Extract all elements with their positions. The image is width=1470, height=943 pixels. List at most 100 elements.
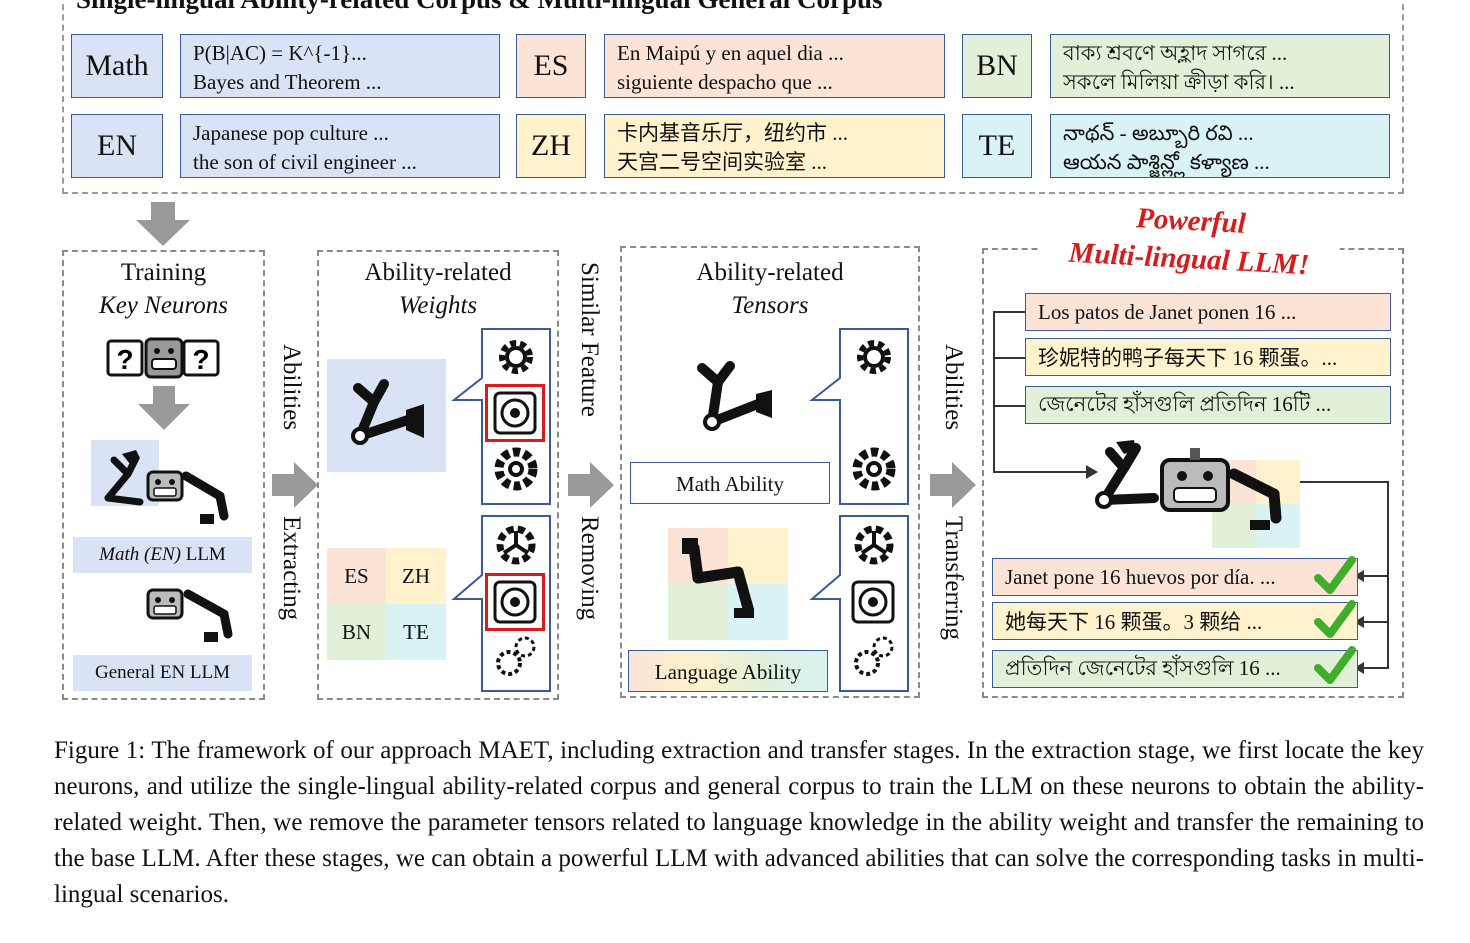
corpus-line: 天宫二号空间实验室 ...	[617, 150, 827, 174]
right-arrow-icon	[930, 462, 976, 508]
output-answer-zh: 她每天下 16 颗蛋。3 颗给 ...	[992, 602, 1358, 640]
multilingual-robot-icon	[1095, 440, 1282, 530]
corpus-line: P(B|AC) = K^{-1}...	[193, 41, 367, 65]
corpus-tag-es: ES	[516, 34, 586, 98]
input-prompt-zh: 珍妮特的鸭子每天下 16 颗蛋。...	[1025, 338, 1391, 376]
output-connector	[1300, 481, 1389, 674]
math-ability-label: Math Ability	[630, 462, 830, 504]
corpus-tag-bn: BN	[962, 34, 1032, 98]
math-llm-italic: Math (EN)	[99, 544, 181, 565]
wheel-icon	[854, 525, 894, 565]
down-arrow-icon	[136, 202, 190, 246]
corpus-line: Japanese pop culture ...	[193, 121, 389, 145]
arrow1-top-label: Abilities	[278, 344, 305, 431]
math-weights-block	[327, 359, 446, 472]
math-llm-suffix: LLM	[180, 544, 226, 565]
output-answer-es: Janet pone 16 huevos por día. ...	[992, 558, 1358, 596]
corpus-line: ఆయన పాశ్జిన్ల్లో కళ్యాణ ...	[1063, 150, 1270, 174]
check-icon	[1314, 646, 1356, 684]
corpus-line: 卡内基音乐厅，纽约市 ...	[617, 121, 848, 145]
corpus-line: বাক্য শ্রবণে অহ্লাদ সাগরে ...	[1063, 41, 1288, 65]
corpus-text-es: En Maipú y en aquel dia ... siguiente de…	[604, 34, 945, 98]
unknown-neurons-icon: ? ?	[106, 337, 220, 379]
check-icon	[1314, 600, 1356, 638]
corpus-line: siguiente despacho que ...	[617, 70, 833, 94]
arrow2-top-label: Similar Feature	[576, 262, 603, 417]
corpus-tag-te: TE	[962, 114, 1032, 178]
safe-dial-icon	[493, 391, 537, 435]
corpus-panel	[62, 0, 1404, 194]
stage-training-panel	[62, 250, 265, 700]
title-line: Ability-related	[696, 259, 844, 286]
lang-cell-te: TE	[386, 604, 446, 660]
output-answer-bn: প্রতিদিন জেনেটের হাঁসগুলি 16 ...	[992, 650, 1358, 688]
input-prompt-es: Los patos de Janet ponen 16 ...	[1025, 293, 1391, 331]
output-text: 她每天下 16 颗蛋。3 颗给 ...	[1005, 610, 1263, 634]
stage-tensors-panel	[620, 246, 920, 698]
right-arrow-icon	[568, 462, 614, 508]
corpus-text-math: P(B|AC) = K^{-1}... Bayes and Theorem ..…	[180, 34, 500, 98]
safe-dial-icon	[851, 580, 895, 624]
lang-cell-es: ES	[327, 548, 386, 604]
title-line-italic: Weights	[398, 292, 478, 319]
stage-training-title: Training Key Neurons	[62, 256, 265, 322]
result-headline: Powerful Multi-lingual LLM!	[1038, 194, 1342, 286]
lang-cell-zh: ZH	[386, 548, 446, 604]
figure-caption: Figure 1: The framework of our approach …	[54, 737, 1424, 908]
gears-icon	[496, 636, 536, 676]
title-line: Training	[120, 259, 207, 286]
corpus-line: the son of civil engineer ...	[193, 150, 417, 174]
output-text: Janet pone 16 huevos por día. ...	[1005, 564, 1276, 589]
highlighted-neuron-box	[485, 573, 545, 631]
input-connector	[993, 311, 1098, 479]
math-robot-icon	[104, 450, 229, 524]
output-text: প্রতিদিন জেনেটের হাঁসগুলি 16 ...	[1005, 655, 1281, 680]
stage-weights-panel	[317, 250, 559, 700]
highlighted-neuron-box	[485, 384, 545, 442]
svg-text:?: ?	[116, 344, 133, 375]
lang-cell-bn: BN	[327, 604, 386, 660]
corpus-text-bn: বাক্য শ্রবণে অহ্লাদ সাগরে ... সকলে মিলিয…	[1050, 34, 1390, 98]
math-llm-label: Math (EN) LLM	[73, 537, 252, 573]
stage-weights-title: Ability-related Weights	[317, 256, 559, 322]
language-ability-text: Language Ability	[654, 660, 802, 684]
corpus-tag-zh: ZH	[516, 114, 586, 178]
corpus-text-en: Japanese pop culture ... the son of civi…	[180, 114, 500, 178]
gear-icon	[499, 340, 533, 374]
robot-arm-icon	[697, 361, 772, 431]
svg-text:?: ?	[192, 344, 209, 375]
input-prompt-bn: জেনেটের হাঁসগুলি প্রতিদিন 16টি ...	[1025, 386, 1391, 424]
language-robot-arm-icon	[682, 538, 754, 618]
gears-icon	[854, 636, 894, 676]
check-icon	[1314, 556, 1356, 594]
lang-quad	[668, 584, 728, 640]
gear-icon	[494, 447, 538, 491]
robot-arm-icon	[351, 379, 424, 445]
general-robot-icon	[146, 588, 233, 642]
corpus-tag-en: EN	[71, 114, 163, 178]
title-line-italic: Key Neurons	[99, 292, 228, 319]
corpus-line: সকলে মিলিয়া ক্রীড়া করি। ...	[1063, 70, 1295, 94]
language-ability-label: Language Ability	[628, 650, 828, 692]
arrow3-bottom-label: Transferring	[940, 516, 967, 641]
corpus-header: Single-lingual Ability-related Corpus & …	[76, 0, 883, 14]
arrow3-top-label: Abilities	[940, 344, 967, 431]
down-arrow-icon	[138, 386, 190, 430]
corpus-line: En Maipú y en aquel dia ...	[617, 41, 844, 65]
general-llm-label: General EN LLM	[73, 655, 252, 691]
corpus-text-te: నాథన్ - అబ్బూరి రవి ... ఆయన పాశ్జిన్ల్లో…	[1050, 114, 1390, 178]
corpus-tag-math: Math	[71, 34, 163, 98]
corpus-text-zh: 卡内基音乐厅，纽约市 ... 天宫二号空间实验室 ...	[604, 114, 945, 178]
stage-tensors-title: Ability-related Tensors	[620, 256, 920, 322]
safe-dial-icon	[493, 580, 537, 624]
gear-icon	[857, 340, 891, 374]
right-arrow-icon	[272, 462, 318, 508]
arrow1-bottom-label: Extracting	[278, 516, 305, 621]
title-line: Ability-related	[364, 259, 512, 286]
title-line-italic: Tensors	[731, 292, 809, 319]
corpus-line: నాథన్ - అబ్బూరి రవి ...	[1063, 121, 1254, 145]
wheel-icon	[496, 525, 536, 565]
gear-icon	[852, 447, 896, 491]
corpus-line: Bayes and Theorem ...	[193, 70, 382, 94]
arrow2-bottom-label: Removing	[576, 516, 603, 621]
